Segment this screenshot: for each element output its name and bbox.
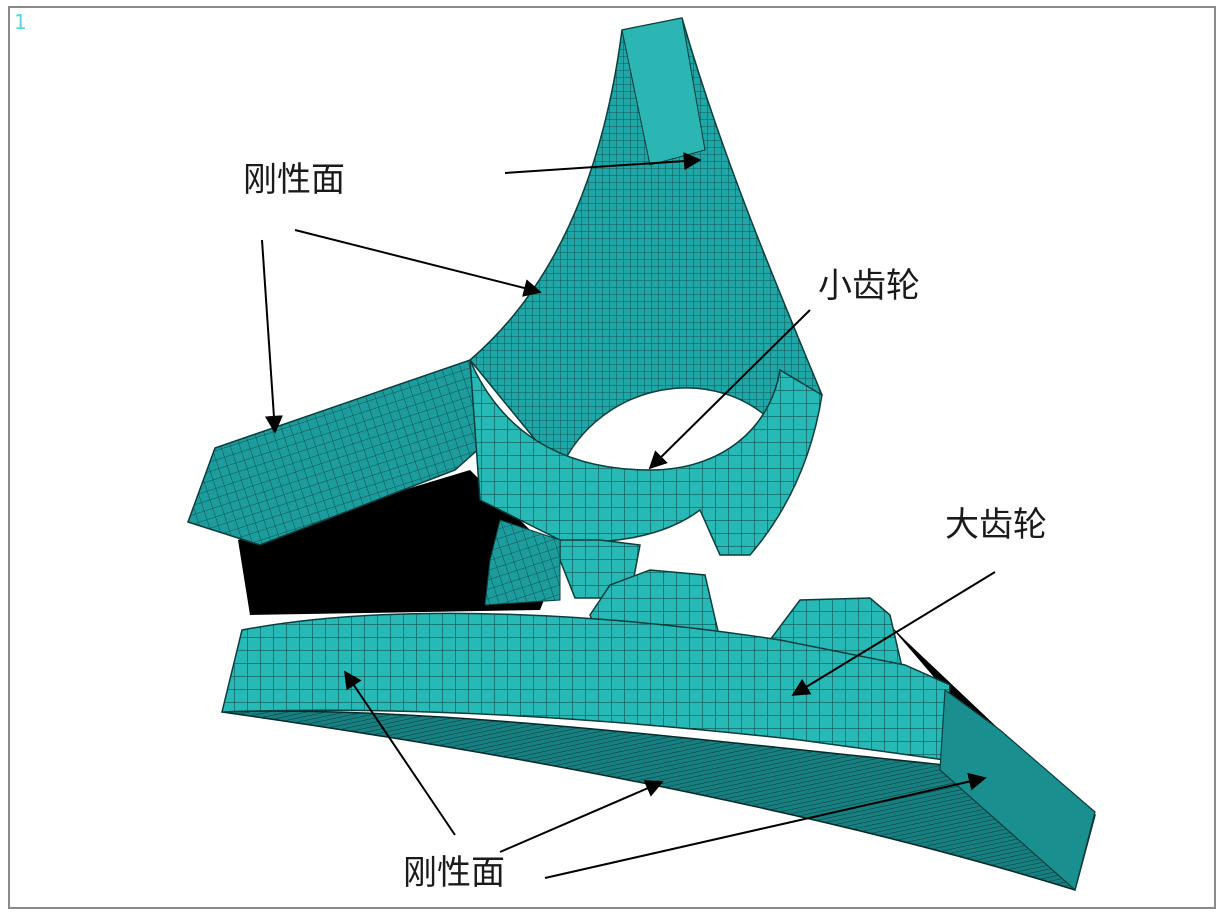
annotation-arrows bbox=[261, 152, 996, 879]
arrow-rigid-top-1 bbox=[504, 152, 702, 174]
arrow-rigid-bottom-1 bbox=[343, 670, 456, 836]
label-large-gear: 大齿轮 bbox=[945, 505, 1047, 545]
label-rigid-surface-top: 刚性面 bbox=[243, 160, 345, 200]
arrow-rigid-bottom-3 bbox=[544, 772, 987, 879]
arrow-large-gear bbox=[791, 571, 996, 696]
arrow-rigid-top-3 bbox=[261, 239, 283, 434]
viewport-number: 1 bbox=[14, 10, 27, 34]
arrow-rigid-bottom-2 bbox=[499, 780, 664, 853]
small-gear-hub-face bbox=[469, 359, 823, 556]
small-gear bbox=[187, 17, 823, 615]
label-small-gear: 小齿轮 bbox=[818, 266, 920, 306]
label-rigid-surface-bottom: 刚性面 bbox=[403, 853, 505, 893]
arrow-small-gear bbox=[648, 309, 811, 470]
large-gear bbox=[221, 569, 1096, 892]
large-gear-end-face bbox=[939, 688, 1096, 892]
small-gear-flank bbox=[468, 17, 823, 472]
small-gear-shadow bbox=[238, 470, 560, 615]
small-gear-top-face bbox=[621, 17, 706, 166]
arrow-rigid-top-2 bbox=[294, 229, 542, 297]
small-gear-tooth-2 bbox=[484, 519, 561, 606]
